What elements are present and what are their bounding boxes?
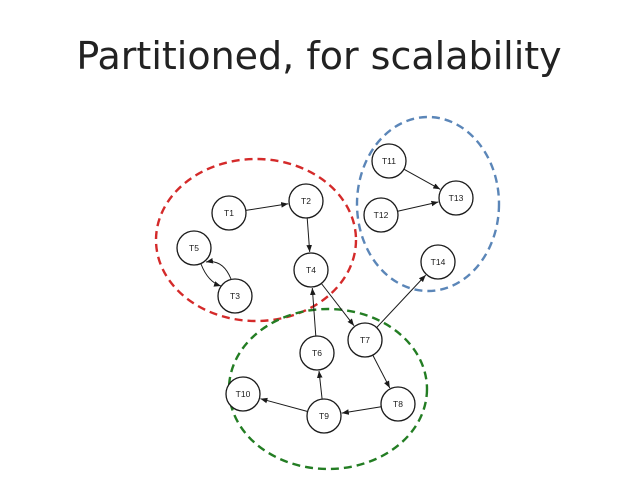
partition-green (227, 307, 429, 471)
edge-t12-t13 (397, 200, 439, 212)
node-label: T3 (230, 291, 240, 301)
edge-t6-t4 (310, 287, 317, 337)
node-circle (288, 183, 324, 219)
node-circle (363, 197, 399, 233)
node-label: T13 (449, 193, 464, 203)
node-t1: T1 (211, 195, 247, 231)
node-t3: T3 (217, 278, 253, 314)
node-t14: T14 (420, 244, 456, 280)
node-circle (217, 278, 253, 314)
edge-t9-t10 (260, 397, 308, 412)
node-label: T7 (360, 335, 370, 345)
node-label: T2 (301, 196, 311, 206)
node-circle (293, 252, 329, 288)
slide-title: Partitioned, for scalability (76, 34, 562, 78)
node-circle (438, 180, 474, 216)
node-label: T14 (431, 257, 446, 267)
node-label: T6 (312, 348, 322, 358)
node-t7: T7 (347, 322, 383, 358)
node-circle (371, 143, 407, 179)
edge-t9-t6 (316, 370, 323, 400)
node-label: T12 (374, 210, 389, 220)
edge-t7-t14 (376, 274, 427, 328)
node-label: T4 (306, 265, 316, 275)
node-t9: T9 (306, 398, 342, 434)
node-t5: T5 (176, 230, 212, 266)
node-t4: T4 (293, 252, 329, 288)
node-circle (380, 386, 416, 422)
edge-t2-t4 (306, 217, 312, 253)
node-label: T8 (393, 399, 403, 409)
node-t13: T13 (438, 180, 474, 216)
partition-blue (355, 115, 501, 293)
node-t10: T10 (225, 376, 261, 412)
node-label: T5 (189, 243, 199, 253)
edge-t1-t2 (245, 202, 289, 211)
edge-t8-t9 (341, 406, 382, 415)
edge-t11-t13 (403, 168, 441, 190)
node-circle (176, 230, 212, 266)
node-t2: T2 (288, 183, 324, 219)
partition-red (154, 157, 358, 323)
edge-t4-t7 (321, 283, 355, 327)
node-t11: T11 (371, 143, 407, 179)
node-t6: T6 (299, 335, 335, 371)
edge-t3-t5 (205, 258, 232, 280)
node-label: T1 (224, 208, 234, 218)
node-label: T10 (236, 389, 251, 399)
node-circle (347, 322, 383, 358)
node-label: T9 (319, 411, 329, 421)
node-circle (420, 244, 456, 280)
edge-t7-t8 (372, 354, 391, 389)
node-label: T11 (382, 156, 396, 166)
node-circle (306, 398, 342, 434)
node-circle (225, 376, 261, 412)
node-t8: T8 (380, 386, 416, 422)
edge-t5-t3 (200, 263, 222, 287)
node-t12: T12 (363, 197, 399, 233)
node-circle (299, 335, 335, 371)
node-circle (211, 195, 247, 231)
